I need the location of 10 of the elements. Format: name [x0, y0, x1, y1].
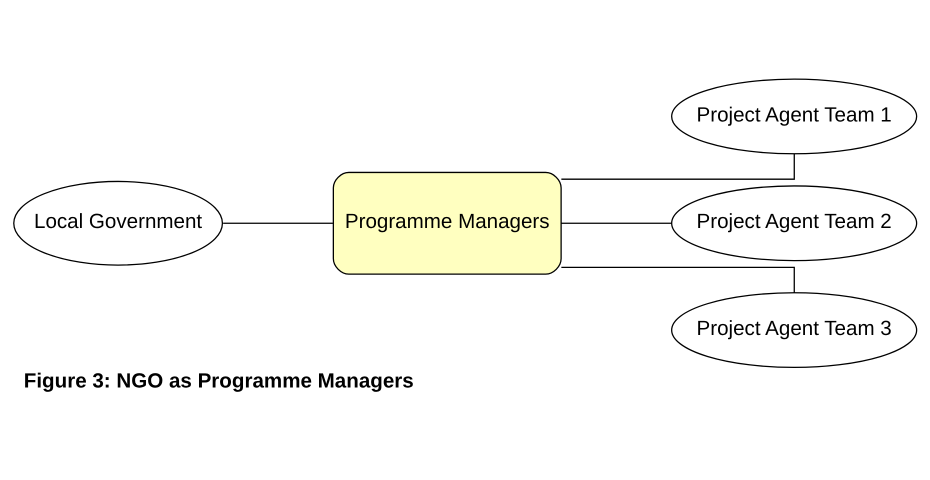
node-ellipse: Project Agent Team 2 [671, 185, 918, 262]
caption: Figure 3: NGO as Programme Managers [24, 370, 414, 393]
node-box: Programme Managers [332, 172, 562, 275]
node-ellipse: Project Agent Team 1 [671, 78, 918, 154]
node-ellipse: Local Government [13, 180, 224, 266]
connector [561, 266, 795, 292]
connector [223, 222, 333, 224]
node-ellipse: Project Agent Team 3 [671, 292, 918, 368]
connector [561, 222, 672, 224]
connector [561, 154, 795, 180]
